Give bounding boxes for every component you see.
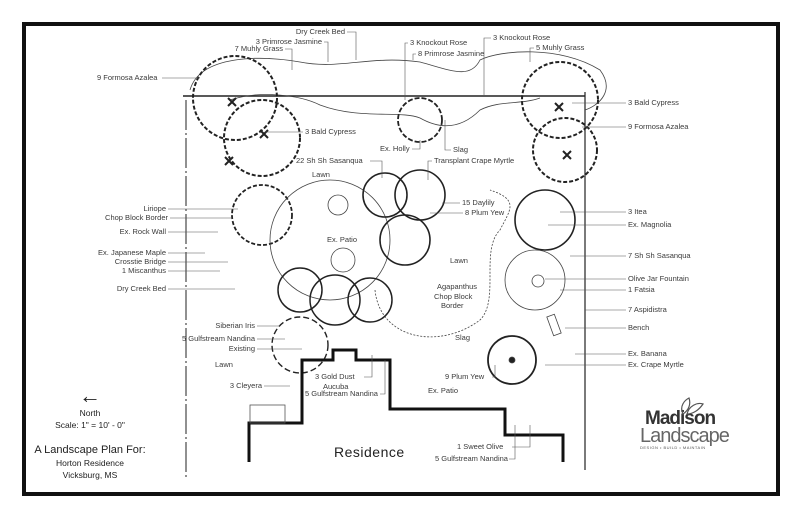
label-ex-japanese-maple: Ex. Japanese Maple xyxy=(98,248,166,257)
label-ex-banana: Ex. Banana xyxy=(628,349,667,358)
plum-yew-circle xyxy=(379,214,431,266)
label-chop-block: Chop Block xyxy=(434,292,473,301)
ex-rock-wall-tree xyxy=(231,184,293,246)
crape-myrtle-circle xyxy=(394,169,446,221)
client-name: Horton Residence xyxy=(55,458,125,468)
madison-landscape-logo: Madison Landscape DESIGN • BUILD • MAINT… xyxy=(640,397,740,450)
label-ex-crape-myrtle: Ex. Crape Myrtle xyxy=(628,360,684,369)
north-label: North xyxy=(79,408,101,418)
bald-cypress-right-1 xyxy=(521,61,599,139)
label-dry-creek-bed-left: Dry Creek Bed xyxy=(116,284,166,293)
label-itea: 3 Itea xyxy=(628,207,647,216)
label-olive-jar-fountain: Olive Jar Fountain xyxy=(628,274,689,283)
label-agapanthus: Agapanthus xyxy=(437,282,478,291)
label-primrose-jasmine-3: 3 Primrose Jasmine xyxy=(255,37,322,46)
label-gold-dust: 3 Gold Dust xyxy=(315,372,355,381)
olive-jar-fountain xyxy=(531,274,545,288)
label-aspidistra: 7 Aspidistra xyxy=(628,305,667,314)
label-dry-creek-bed-top: Dry Creek Bed xyxy=(295,27,345,36)
label-ex-rock-wall: Ex. Rock Wall xyxy=(119,227,166,236)
label-crosstie-bridge: Crosstie Bridge xyxy=(114,257,166,266)
label-slag-bottom: Slag xyxy=(455,333,471,342)
label-lawn-left: Lawn xyxy=(215,360,233,369)
label-miscanthus: 1 Miscanthus xyxy=(121,266,166,275)
label-bald-cypress-left: 3 Bald Cypress xyxy=(305,127,356,136)
logo-line2: Landscape xyxy=(640,425,730,447)
logo-tagline: DESIGN • BUILD • MAINTAIN xyxy=(640,445,706,450)
logo-line1: Madison xyxy=(645,408,716,429)
title-block: ← North Scale: 1" = 10' - 0" A Landscape… xyxy=(20,385,160,481)
label-ex-patio-lower: Ex. Patio xyxy=(428,386,459,395)
sasanqua-circle xyxy=(362,172,408,218)
label-lawn-center: Lawn xyxy=(450,256,468,265)
client-location: Vicksburg, MS xyxy=(62,470,118,480)
label-lawn-top: Lawn xyxy=(312,170,330,179)
magnolia-circle xyxy=(514,189,576,251)
lawn-edge xyxy=(374,189,511,338)
bald-cypress-left-1 xyxy=(192,55,278,141)
label-plum-yew-9: 9 Plum Yew xyxy=(445,372,485,381)
label-formosa-azalea-right: 9 Formosa Azalea xyxy=(628,122,689,131)
top-planting-bed xyxy=(189,51,607,127)
bald-cypress-right-2 xyxy=(532,117,598,183)
label-ex-patio-upper: Ex. Patio xyxy=(327,235,358,244)
label-knockout-rose-1: 3 Knockout Rose xyxy=(410,38,468,47)
label-slag-top: Slag xyxy=(453,145,469,154)
residence-label: Residence xyxy=(334,444,405,460)
label-muhly-grass-7: 7 Muhly Grass xyxy=(234,44,283,53)
label-ex-magnolia: Ex. Magnolia xyxy=(628,220,672,229)
label-primrose-jasmine-8: 8 Primrose Jasmine xyxy=(418,49,485,58)
label-border: Border xyxy=(441,301,464,310)
ex-patio-circle xyxy=(269,179,391,301)
ex-holly xyxy=(397,97,443,143)
label-chop-block-border-left: Chop Block Border xyxy=(105,213,168,222)
fountain-bed xyxy=(504,249,566,311)
label-formosa-azalea-left: 9 Formosa Azalea xyxy=(97,73,158,82)
patio-table xyxy=(327,194,349,216)
label-gulfstream-nandina-bottom: 5 Gulfstream Nandina xyxy=(435,454,508,463)
label-plum-yew-8: 8 Plum Yew xyxy=(465,208,505,217)
label-liriope: Liriope xyxy=(143,204,166,213)
label-aucuba: Aucuba xyxy=(323,382,349,391)
label-fatsia: 1 Fatsia xyxy=(628,285,655,294)
label-sweet-olive: 1 Sweet Olive xyxy=(457,442,504,451)
label-sasanqua-22: 22 Sh Sh Sasanqua xyxy=(296,156,363,165)
north-arrow-icon: ← xyxy=(79,383,101,408)
label-gulfstream-nandina-left: 5 Gulfstream Nandina xyxy=(182,334,255,343)
leaf-icon xyxy=(681,397,704,415)
house-outline xyxy=(247,348,565,462)
drawing-border xyxy=(22,22,780,496)
patio-table-2 xyxy=(330,247,356,273)
label-muhly-grass-5: 5 Muhly Grass xyxy=(536,43,585,52)
label-daylily: 15 Daylily xyxy=(462,198,495,207)
label-transplant-crape-myrtle: Transplant Crape Myrtle xyxy=(434,156,515,165)
scale-label: Scale: 1" = 10' - 0" xyxy=(55,420,125,430)
label-ex-holly: Ex. Holly xyxy=(380,144,410,153)
bald-cypress-left-2 xyxy=(223,99,301,177)
label-bald-cypress-right: 3 Bald Cypress xyxy=(628,98,679,107)
plan-title: A Landscape Plan For: xyxy=(34,444,146,456)
label-existing: Existing xyxy=(228,344,255,353)
label-knockout-rose-2: 3 Knockout Rose xyxy=(493,33,551,42)
label-sasanqua-7: 7 Sh Sh Sasanqua xyxy=(628,251,691,260)
label-siberian-iris: Siberian Iris xyxy=(215,321,255,330)
label-gulfstream-nandina-center: 5 Gulfstream Nandina xyxy=(305,389,378,398)
label-cleyera: 3 Cleyera xyxy=(229,381,262,390)
label-bench: Bench xyxy=(628,323,650,332)
